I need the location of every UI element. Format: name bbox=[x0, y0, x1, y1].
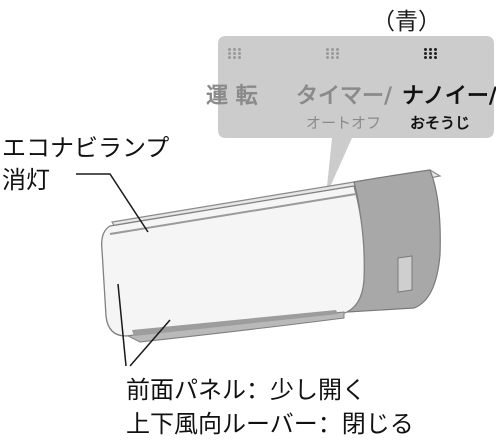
indicator-dot bbox=[331, 56, 334, 59]
indicator-callout-bubble bbox=[218, 36, 494, 196]
indicator-dot bbox=[326, 56, 329, 59]
indicator-dots-nanoe bbox=[424, 48, 440, 60]
indicator-sub-nanoe: おそうじ bbox=[410, 114, 471, 132]
indicator-dot bbox=[228, 48, 231, 51]
eco-lamp-leader-line bbox=[76, 173, 149, 233]
indicator-dot bbox=[228, 52, 231, 55]
indicator-dots-operation bbox=[228, 48, 244, 60]
indicator-dot bbox=[326, 52, 329, 55]
indicator-dot bbox=[424, 56, 427, 59]
indicator-dot bbox=[331, 52, 334, 55]
eco-lamp-label: エコナビランプ bbox=[2, 134, 170, 162]
indicator-dot bbox=[326, 48, 329, 51]
unit-front-stripe bbox=[109, 193, 357, 235]
louver-label: 上下風向ルーバー：閉じる bbox=[126, 410, 414, 438]
indicator-label-operation: 運 転 bbox=[206, 84, 258, 109]
indicator-dot bbox=[233, 48, 236, 51]
indicator-dot bbox=[434, 56, 437, 59]
indicator-dot bbox=[238, 48, 241, 51]
indicator-dots-timer bbox=[326, 48, 342, 60]
indicator-dot bbox=[429, 56, 432, 59]
indicator-dot bbox=[233, 56, 236, 59]
indicator-dot bbox=[424, 52, 427, 55]
indicator-dot bbox=[336, 48, 339, 51]
indicator-sub-timer: オートオフ bbox=[306, 114, 382, 132]
indicator-dot bbox=[434, 52, 437, 55]
indicator-dot bbox=[429, 48, 432, 51]
panel-leader-line bbox=[117, 283, 127, 367]
unit-louver-shadow bbox=[132, 310, 338, 336]
blue-color-note: （青） bbox=[372, 9, 441, 35]
indicator-label-timer: タイマー/ bbox=[296, 84, 393, 109]
indicator-dot bbox=[238, 52, 241, 55]
indicator-dot bbox=[336, 56, 339, 59]
indicator-dot bbox=[331, 48, 334, 51]
indicator-dot bbox=[228, 56, 231, 59]
front-panel-label: 前面パネル：少し開く bbox=[126, 376, 366, 404]
indicator-dot bbox=[238, 56, 241, 59]
indicator-label-nanoe: ナノイー/ bbox=[402, 84, 496, 109]
indicator-dot bbox=[429, 52, 432, 55]
indicator-dot bbox=[434, 48, 437, 51]
indicator-dot bbox=[336, 52, 339, 55]
indicator-dot bbox=[233, 52, 236, 55]
unit-side-detail bbox=[397, 255, 413, 293]
louver-leader-line bbox=[129, 319, 171, 367]
eco-lamp-state-label: 消灯 bbox=[2, 166, 50, 194]
indicator-dot bbox=[424, 48, 427, 51]
